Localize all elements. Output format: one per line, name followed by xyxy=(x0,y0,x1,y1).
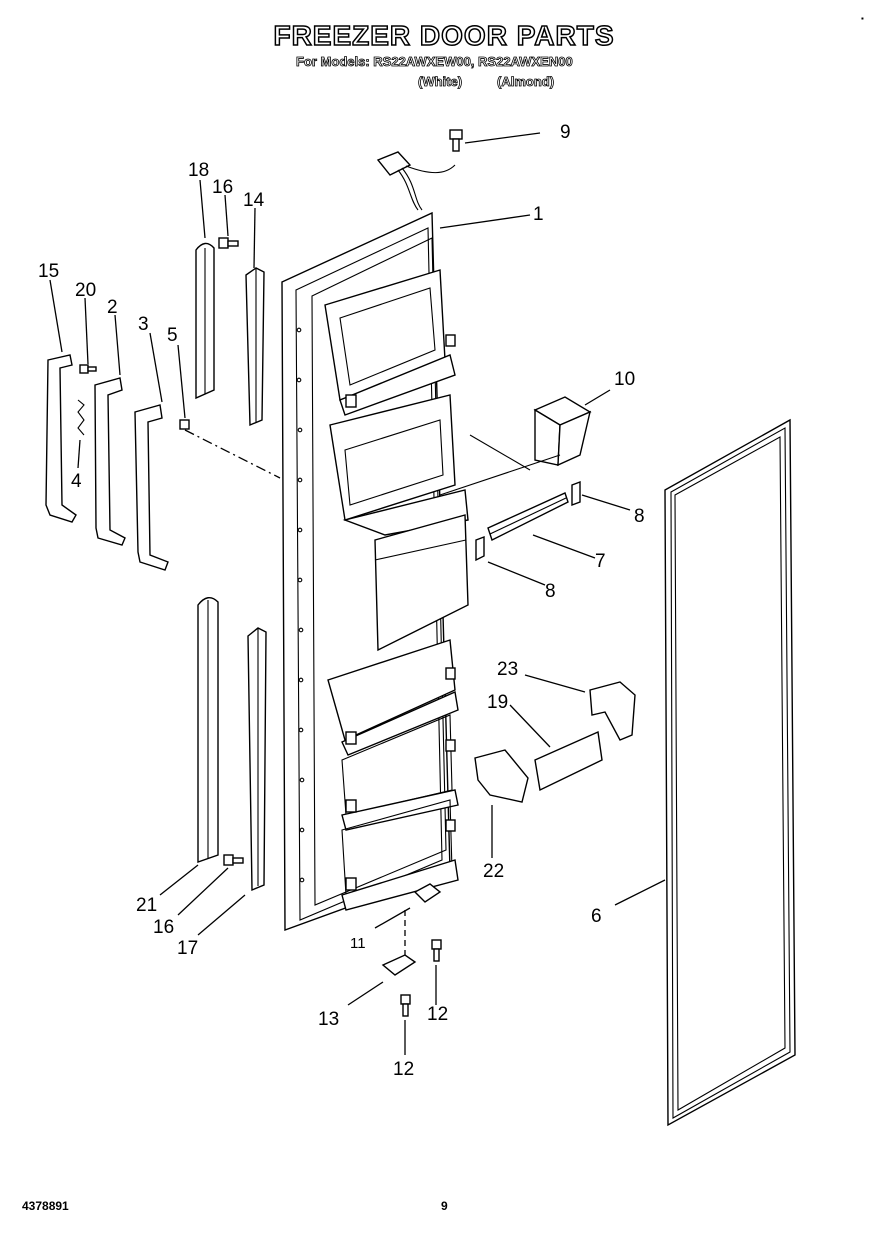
part-20-screw xyxy=(79,364,97,374)
part-18-handle-trim xyxy=(195,242,215,400)
part-4-spring-clip xyxy=(77,399,85,436)
alignment-line xyxy=(184,429,281,479)
part-10-dispenser-chute xyxy=(439,396,592,496)
callout-23: 23 xyxy=(497,659,518,680)
part-19-bin-front xyxy=(534,730,603,792)
document-number: 4378891 xyxy=(22,1199,69,1213)
part-2-handle-mount xyxy=(94,377,126,546)
callout-14: 14 xyxy=(243,190,265,211)
variant-almond: (Almond) xyxy=(497,74,555,90)
leader-lines xyxy=(49,132,666,1055)
page-title: FREEZER DOOR PARTS xyxy=(273,19,615,52)
callout-13: 13 xyxy=(318,1009,339,1030)
corner-mark: ▪ xyxy=(861,14,864,23)
part-5-clip xyxy=(179,419,190,430)
callout-16-lower: 16 xyxy=(153,917,174,938)
callout-15: 15 xyxy=(38,261,59,282)
callout-8-lower: 8 xyxy=(545,581,556,602)
callout-22: 22 xyxy=(483,861,504,882)
callout-4: 4 xyxy=(71,471,82,492)
callout-17: 17 xyxy=(177,938,198,959)
part-8-end-cap-right xyxy=(571,480,581,507)
callout-2: 2 xyxy=(107,297,118,318)
part-6-door-gasket xyxy=(664,418,796,1127)
callout-19: 19 xyxy=(487,692,508,713)
part-12-screw-upper xyxy=(431,939,442,962)
callout-10: 10 xyxy=(614,369,635,390)
callout-16-upper: 16 xyxy=(212,177,233,198)
part-23-bin xyxy=(589,681,636,741)
callout-6: 6 xyxy=(591,906,602,927)
part-13-hinge-block xyxy=(381,954,417,976)
callout-1: 1 xyxy=(533,204,544,225)
part-7-trim-strip xyxy=(487,492,569,541)
part-1-door-panel xyxy=(281,211,469,931)
callout-7: 7 xyxy=(595,551,606,572)
page-number: 9 xyxy=(441,1199,448,1213)
callout-12-upper: 12 xyxy=(427,1004,448,1025)
callout-12-lower: 12 xyxy=(393,1059,414,1080)
callout-3: 3 xyxy=(138,314,149,335)
callout-5: 5 xyxy=(167,325,178,346)
part-21-handle-trim xyxy=(197,597,219,863)
wire-harness xyxy=(376,151,456,211)
part-9-screw xyxy=(449,129,463,152)
callout-20: 20 xyxy=(75,280,96,301)
part-15-handle-bracket xyxy=(45,354,77,523)
callout-8-upper: 8 xyxy=(634,506,645,527)
callout-11: 11 xyxy=(350,935,366,952)
variant-white: (White) xyxy=(418,74,463,90)
part-3-handle-mount xyxy=(134,404,169,571)
part-11-hinge-cap xyxy=(413,883,442,903)
part-22-bin xyxy=(474,749,529,803)
part-16-screw-lower xyxy=(223,854,244,866)
callout-21: 21 xyxy=(136,895,157,916)
part-17-channel xyxy=(247,627,267,892)
part-12-screw-lower xyxy=(400,994,411,1017)
part-16-screw-upper xyxy=(218,237,239,249)
part-14-channel xyxy=(245,267,265,427)
part-8-end-cap-left xyxy=(475,535,485,562)
callout-9: 9 xyxy=(560,122,571,143)
callout-18: 18 xyxy=(188,160,209,181)
models-subtitle: For Models: RS22AWXEW00, RS22AWXEN00 xyxy=(296,54,573,70)
